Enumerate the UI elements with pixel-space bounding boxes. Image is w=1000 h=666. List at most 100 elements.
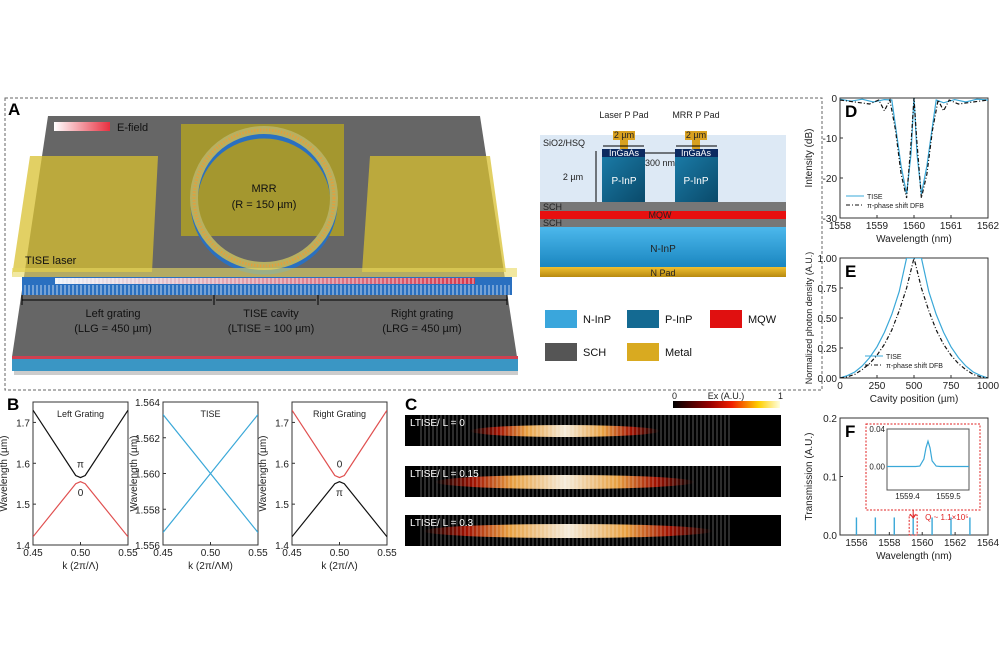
efield-colorbar [54, 122, 110, 131]
series-line-up [163, 414, 258, 533]
legend-label: TISE [867, 194, 883, 201]
inset-plot-area [886, 428, 970, 491]
left-grating-label: Left grating [85, 308, 140, 320]
panel-label-e: E [845, 262, 856, 281]
pad-width-label: 2 µm [686, 130, 706, 140]
y-tick-label: 0.25 [818, 344, 838, 355]
x-tick-label: 1561 [940, 221, 963, 232]
x-tick-label: 250 [869, 381, 886, 392]
x-tick-label: 1562 [944, 538, 967, 549]
y-tick-label: 0.0 [823, 531, 837, 542]
x-tick-label: 0.45 [153, 548, 173, 559]
mode-row-label: LTISE/ L = 0.15 [410, 469, 479, 480]
y-tick-label: -10 [823, 134, 838, 145]
x-tick-label: 1564 [977, 538, 1000, 549]
y-tick-label: -20 [823, 174, 838, 185]
cladding-layer [540, 135, 786, 202]
y-tick-label: 1.4 [275, 541, 289, 552]
legend-swatch [710, 310, 742, 328]
series-line-tise [840, 98, 988, 195]
x-tick-label: 1000 [977, 381, 1000, 392]
x-tick-label: 750 [943, 381, 960, 392]
band-annotation: π [336, 488, 343, 499]
mode-profile-panel: 0 1 Ex (A.U.) LTISE/ L = 0 LTISE/ L = 0.… [405, 391, 783, 546]
y-tick-label: 1.564 [135, 398, 160, 409]
panel-label-c: C [405, 395, 417, 414]
x-tick-label: 0.45 [23, 548, 43, 559]
colorbar-label: Ex (A.U.) [708, 391, 745, 401]
y-tick-label: 0.50 [818, 314, 838, 325]
x-tick-label: 0.50 [71, 548, 91, 559]
series-line--phase-shift-dfb [840, 98, 988, 199]
x-tick-label: 500 [906, 381, 923, 392]
x-tick-label: 0.45 [282, 548, 302, 559]
inset-y-tick-label: 0.04 [869, 425, 885, 434]
x-tick-label: 0.50 [330, 548, 350, 559]
x-axis-label: k (2π/Λ) [62, 561, 98, 572]
sch-label: SCH [543, 202, 562, 212]
y-axis-label: Wavelength (µm) [0, 436, 10, 512]
device-3d-schematic: E-field MRR (R = 150 µm) TISE laser Left… [12, 116, 518, 375]
substrate-side [12, 359, 518, 371]
x-tick-label: 1558 [829, 221, 852, 232]
y-axis-label: Wavelength (µm) [258, 436, 269, 512]
y-tick-label: 1.5 [16, 500, 30, 511]
tise-cavity-length: (LTISE = 100 µm) [228, 323, 315, 335]
colorbar-max: 1 [778, 391, 783, 401]
x-axis-label: Wavelength (nm) [876, 551, 952, 562]
x-axis-label: Wavelength (nm) [876, 234, 952, 245]
panel-label-a: A [8, 100, 20, 119]
efield-label: E-field [117, 122, 148, 134]
legend-swatch [545, 343, 577, 361]
ingaas-label: InGaAs [609, 148, 640, 158]
series-line-- [292, 481, 387, 538]
right-grating-length: (LRG = 450 µm) [382, 323, 461, 335]
right-grating-label: Right grating [391, 308, 453, 320]
y-tick-label: 0 [831, 94, 837, 105]
p-inp-label: P-InP [611, 176, 636, 187]
x-tick-label: 0.55 [118, 548, 138, 559]
inset-series-line [887, 439, 969, 468]
laser-pad-label: Laser P Pad [599, 110, 648, 120]
panel-a-frame [4, 97, 823, 391]
q-factor-annotation: Q ~ 1.1×10⁵ [925, 513, 968, 522]
y-tick-label: 0.75 [818, 284, 838, 295]
mode-row-label: LTISE/ L = 0 [410, 418, 465, 429]
mrr-radius-label: (R = 150 µm) [232, 199, 297, 211]
chart-title: Right Grating [313, 409, 366, 419]
band-annotation: 0 [337, 459, 343, 470]
series-line-0 [33, 481, 128, 538]
x-tick-label: 1562 [977, 221, 1000, 232]
inset-x-tick-label: 1559.4 [895, 492, 920, 501]
band-annotation: 0 [78, 488, 84, 499]
y-axis-label: Wavelength (µm) [129, 436, 140, 512]
y-tick-label: 1.6 [275, 459, 289, 470]
left-grating-length: (LLG = 450 µm) [74, 323, 152, 335]
legend-label: MQW [748, 314, 777, 326]
y-tick-label: 0.1 [823, 473, 837, 484]
y-tick-label: 0.2 [823, 414, 837, 425]
plot-area [291, 401, 388, 546]
legend-swatch [545, 310, 577, 328]
y-axis-label: Intensity (dB) [804, 129, 815, 188]
x-tick-label: 1560 [911, 538, 934, 549]
y-tick-label: 0.00 [818, 374, 838, 385]
y-tick-label: 1.4 [16, 541, 30, 552]
legend-label: π-phase shift DFB [886, 363, 943, 370]
left-metal-pad [12, 156, 158, 276]
plot-area [32, 401, 129, 546]
legend-label: SCH [583, 347, 606, 359]
inset-y-tick-label: 0.00 [869, 463, 885, 472]
legend-label: Metal [665, 347, 692, 359]
zoom-arrow [909, 510, 917, 519]
y-axis-label: Transmission (A.U.) [804, 433, 815, 521]
right-metal-pad [362, 156, 506, 272]
mrr-p-pad [692, 140, 700, 150]
n-pad-label: N Pad [650, 268, 675, 278]
section-dimension-arrows [21, 295, 508, 305]
